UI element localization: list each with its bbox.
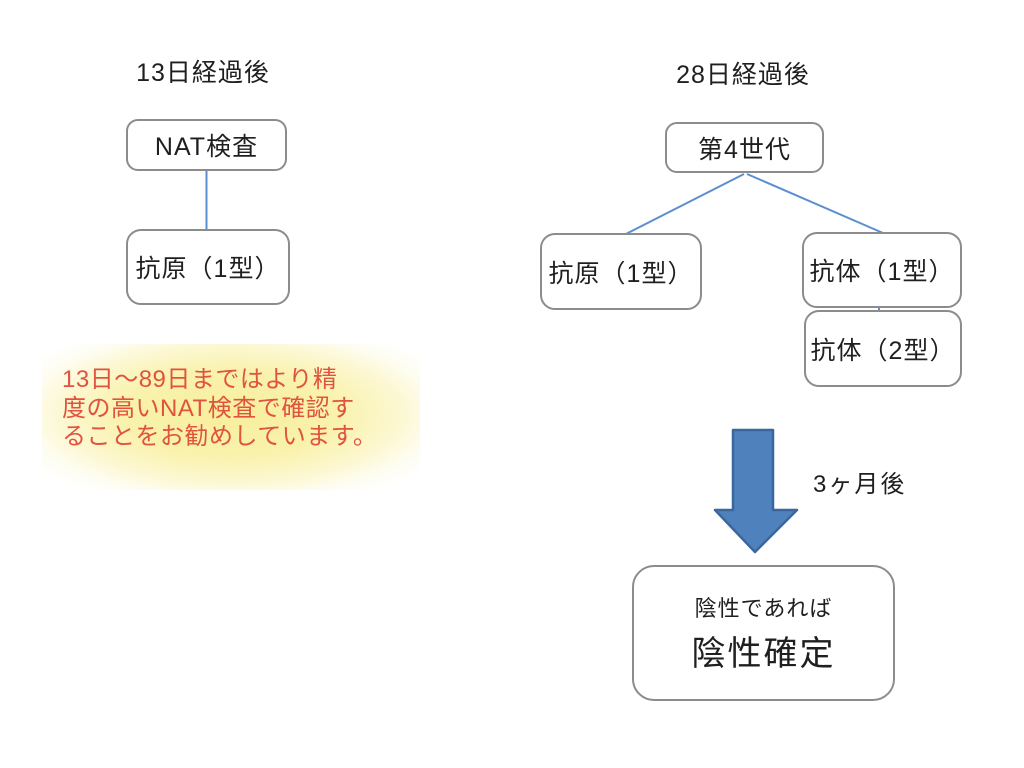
antigen-type1-right-label: 抗原（1型） [548, 259, 694, 288]
antibody-type1-box: 抗体（1型） [802, 232, 962, 308]
connector-gen4-to-antibody1 [746, 173, 884, 234]
antigen-type1-left-label: 抗原（1型） [135, 255, 281, 283]
note-line-1: 13日～89日まではより精 [62, 366, 338, 393]
fourth-generation-box: 第4世代 [665, 122, 824, 173]
antigen-type1-right-box: 抗原（1型） [540, 233, 702, 310]
antibody-type2-box: 抗体（2型） [804, 310, 962, 387]
note-line-3: ることをお勧めしています。 [62, 423, 378, 450]
negative-confirmed-label: 陰性確定 [691, 635, 836, 673]
nat-test-box: NAT検査 [126, 119, 287, 171]
connector-gen4-to-antigen [621, 173, 745, 237]
negative-condition-label: 陰性であれば [694, 596, 833, 621]
negative-confirmed-box: 陰性であれば 陰性確定 [632, 565, 895, 701]
note-highlight [42, 344, 420, 490]
right-column-heading: 28日経過後 [676, 61, 810, 89]
note-text: 13日～89日まではより精度の高いNAT検査で確認することをお勧めしています。 [62, 366, 377, 452]
antibody-type1-label: 抗体（1型） [809, 258, 955, 286]
left-column-heading: 13日経過後 [136, 59, 270, 87]
antigen-type1-left-box: 抗原（1型） [126, 229, 290, 305]
antibody-type2-label: 抗体（2型） [810, 336, 956, 365]
note-line-2: 度の高いNAT検査で確認す [62, 394, 355, 422]
fourth-generation-label: 第4世代 [698, 135, 791, 164]
down-arrow-icon [713, 428, 799, 554]
nat-test-label: NAT検査 [154, 133, 259, 161]
arrow-time-label: 3ヶ月後 [813, 471, 907, 498]
